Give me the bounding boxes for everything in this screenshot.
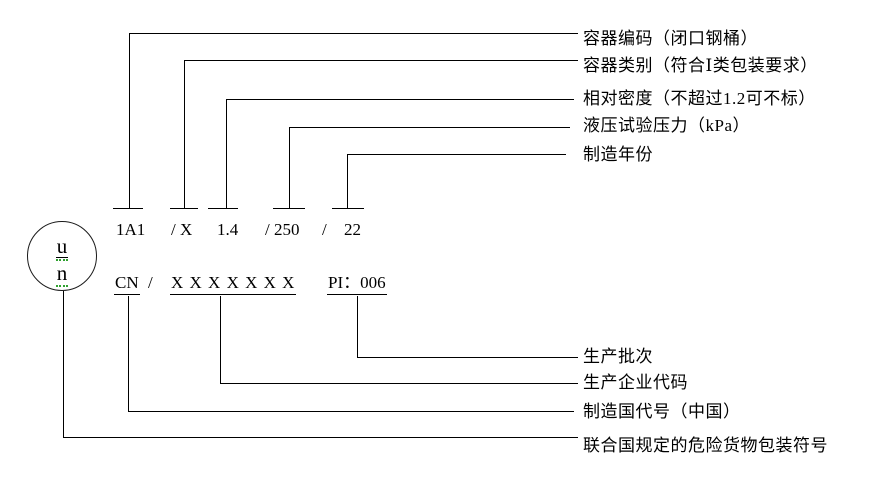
label-manufacture-year: 制造年份 xyxy=(583,145,653,164)
code-manufacturer-code: X X X X X X X xyxy=(170,273,297,295)
un-symbol-circle xyxy=(27,221,97,291)
un-symbol-letter-n: n xyxy=(40,263,84,287)
label-production-batch: 生产批次 xyxy=(583,347,653,366)
code-country-code: CN xyxy=(114,273,140,295)
code-relative-density: 1.4 xyxy=(217,220,239,239)
label-relative-density: 相对密度（不超过1.2可不标） xyxy=(583,89,816,108)
label-manufacturer-code: 生产企业代码 xyxy=(583,373,688,392)
connector-test-pressure xyxy=(288,126,570,209)
un-symbol-letter-u: u xyxy=(40,236,84,261)
spellcheck-squiggle: n xyxy=(55,261,69,287)
connector-container-code xyxy=(128,32,578,209)
label-container-code: 容器编码（闭口钢桶） xyxy=(583,29,758,48)
connector-manufacture-year xyxy=(346,153,566,209)
connector-country-code xyxy=(127,296,574,413)
connector-production-batch xyxy=(356,296,578,359)
code-manufacture-year: 22 xyxy=(344,220,361,239)
label-container-class: 容器类别（符合Ⅰ类包装要求） xyxy=(583,56,818,75)
connector-container-class xyxy=(183,59,578,209)
connector-manufacturer-code xyxy=(219,296,578,385)
code-container-class: / X xyxy=(171,220,193,239)
label-un-packaging-symbol: 联合国规定的危险货物包装符号 xyxy=(583,436,828,455)
code-test-pressure: / 250 xyxy=(265,220,300,239)
label-country-code: 制造国代号（中国） xyxy=(583,402,741,421)
spellcheck-squiggle: u xyxy=(55,236,69,261)
code-batch-code: PI：006 xyxy=(327,273,387,295)
connector-un-symbol xyxy=(62,291,578,439)
code-line2-separator: / xyxy=(148,273,153,292)
label-test-pressure: 液压试验压力（kPa） xyxy=(583,116,750,135)
connector-relative-density xyxy=(225,98,574,209)
code-container-code: 1A1 xyxy=(116,220,146,239)
code-separator: / xyxy=(322,220,327,239)
